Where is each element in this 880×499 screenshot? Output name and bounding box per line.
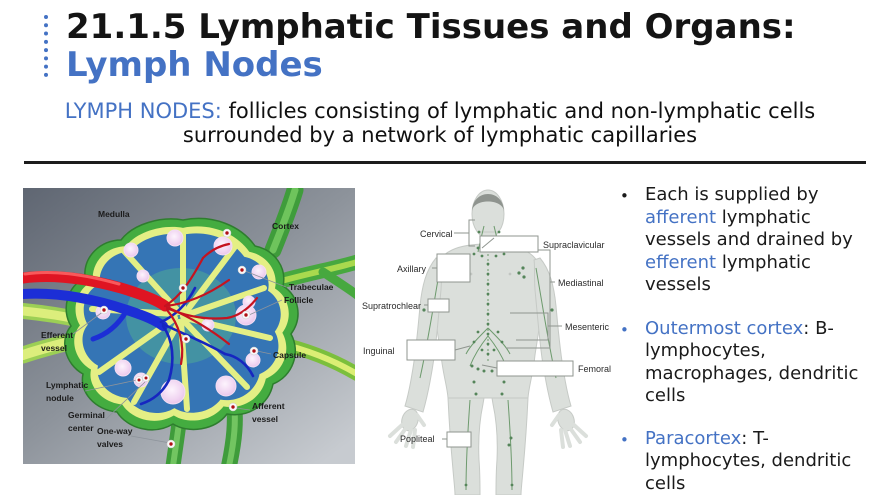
label-follicle: Follicle [284,295,314,305]
label-trabeculae: Trabeculae [289,282,334,292]
label-afferent-vessel-2: vessel [252,414,278,424]
title-line2: Lymph Nodes [66,45,323,85]
bullet-list: • Each is supplied by afferent lymphatic… [620,184,878,495]
bullet-segment: Each is supplied by [645,184,819,205]
bullet-segment: Outermost cortex [645,317,804,339]
bullet-text: Paracortex: T-lymphocytes, dendritic cel… [645,428,877,496]
supraclavicular-box [479,235,539,253]
trabeculae-septa [89,231,273,412]
label-germinal-center-2: center [68,423,94,433]
inguinal-box [406,339,456,361]
left-arm [404,257,443,413]
artery [23,242,259,366]
bullet-item-outermost-cortex: • Outermost cortex: B-lymphocytes, macro… [620,318,878,408]
label-supratrochlear: Supratrochlear [362,301,421,311]
label-one-way-valves: One-way [97,426,133,436]
label-popliteal: Popliteal [400,434,435,444]
popliteal-box [446,431,472,448]
bullet-segment: afferent [645,206,717,228]
label-cervical: Cervical [420,229,453,239]
node-figure-labels: Medulla Cortex Trabeculae Follicle Effer… [41,209,334,449]
bullet-text: Outermost cortex: B-lymphocytes, macroph… [645,318,877,408]
label-lymphatic-nodule-2: nodule [46,393,74,403]
label-mesenteric: Mesenteric [565,322,610,332]
femoral-box [496,360,574,377]
lymph-node-figure: Medulla Cortex Trabeculae Follicle Effer… [23,188,355,464]
title-accent-dotted-line [44,15,48,77]
divider-line [24,161,866,164]
label-supraclavicular: Supraclavicular [543,240,605,250]
label-callouts [406,219,574,448]
leader-lines [72,270,287,444]
label-germinal-center: Germinal [68,410,105,420]
bullet-segment: lymphatic vessels [645,251,811,296]
bullet-segment: efferent [645,251,717,273]
lymph-node-body [64,217,299,431]
axillary-box [436,253,471,283]
bullet-marker: • [620,320,629,339]
label-lymphatic-nodule: Lymphatic [46,380,88,390]
supratrochlear-box [427,298,450,313]
bullet-segment: Paracortex [645,427,742,449]
body-figure-labels: Cervical Supraclavicular Axillary Medias… [362,229,611,444]
page-title: 21.1.5 Lymphatic Tissues and Organs: Lym… [66,8,866,84]
bullet-segment: lymphatic vessels and drained by [645,206,853,251]
blood-vessels [23,242,259,406]
label-mediastinal: Mediastinal [558,278,604,288]
label-afferent-vessel: Afferent [252,401,285,411]
subtitle-lead: LYMPH NODES: [64,99,222,123]
bullet-segment: : B-lymphocytes, macrophages, dendritic … [645,317,859,407]
label-efferent-vessel-2: vessel [41,343,67,353]
subtitle-rest: follicles consisting of lymphatic and no… [182,99,816,147]
mediastinal-bracket [506,249,551,349]
bullet-item-paracortex: • Paracortex: T-lymphocytes, dendritic c… [620,428,878,496]
body-lymph-map-figure: Cervical Supraclavicular Axillary Medias… [358,170,620,496]
subtitle: LYMPH NODES: follicles consisting of lym… [30,99,850,147]
label-inguinal: Inguinal [363,346,395,356]
body-lymph-map-illustration: Cervical Supraclavicular Axillary Medias… [362,189,611,496]
bullet-text: Each is supplied by afferent lymphatic v… [645,184,877,297]
point-markers [99,228,259,449]
title-line1: 21.1.5 Lymphatic Tissues and Organs: [66,7,796,47]
label-one-way-valves-2: valves [97,439,123,449]
label-femoral: Femoral [578,364,611,374]
bullet-segment: : T-lymphocytes, dendritic cells [645,427,852,494]
bullet-marker: • [620,187,629,205]
hair [472,194,504,212]
bullet-marker: • [620,430,629,449]
label-cortex: Cortex [272,221,299,231]
vein [23,286,255,406]
label-medulla: Medulla [98,209,130,219]
lymph-node-illustration: Medulla Cortex Trabeculae Follicle Effer… [23,188,355,464]
right-leg [491,397,529,496]
label-efferent-vessel: Efferent [41,330,73,340]
bullet-item-afferent-efferent: • Each is supplied by afferent lymphatic… [620,184,878,297]
label-capsule: Capsule [273,350,306,360]
label-axillary: Axillary [397,264,427,274]
